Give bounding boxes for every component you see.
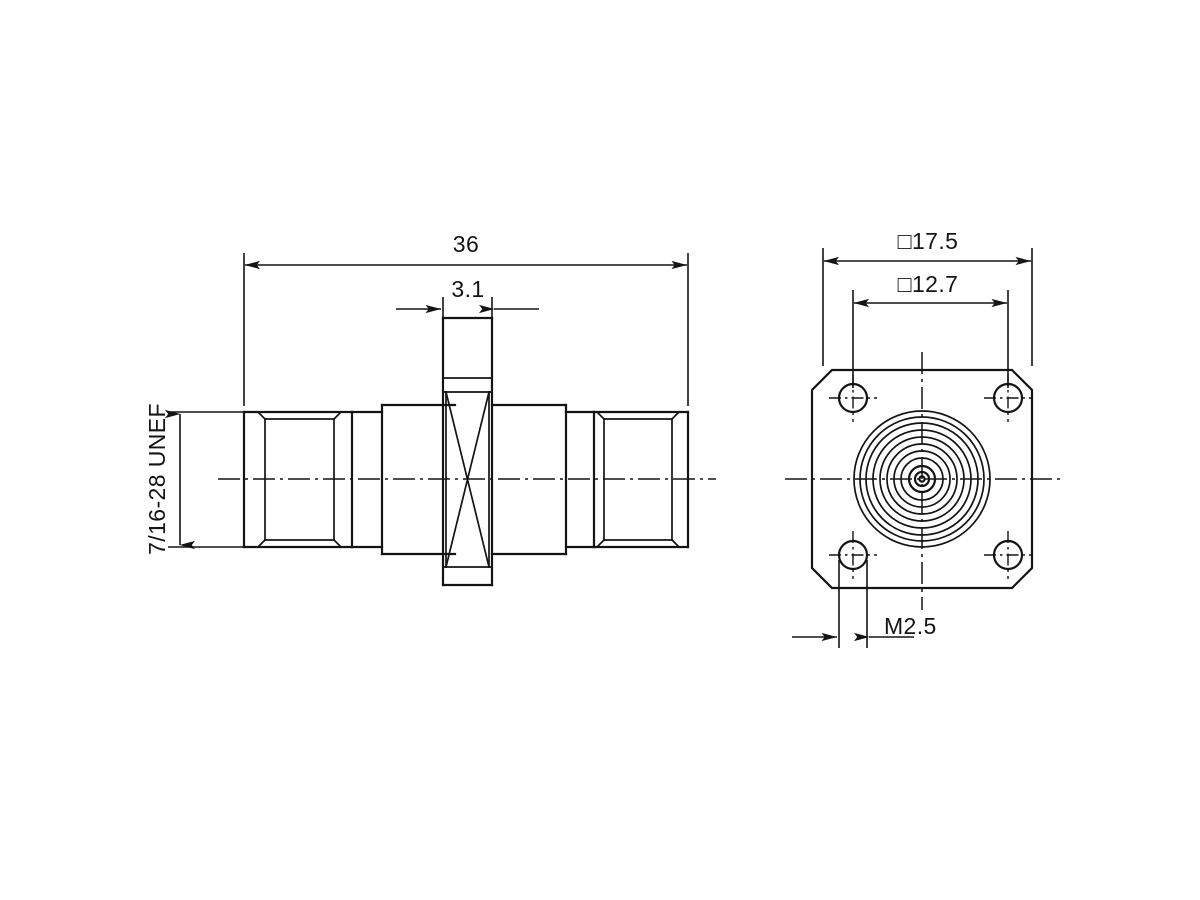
dimension-overall-length: 36 bbox=[243, 231, 689, 406]
left-thread-barrel bbox=[242, 410, 354, 549]
overall-length-label: 36 bbox=[453, 231, 479, 257]
left-shank bbox=[350, 410, 384, 549]
coaxial-interface-circles bbox=[853, 410, 991, 548]
front-view-group: □17.5 □12.7 M2.5 bbox=[785, 228, 1060, 648]
mounting-thread-label: M2.5 bbox=[884, 613, 937, 639]
flange-outline bbox=[810, 368, 1034, 590]
dimension-thread-spec: 7/16-28 UNEF bbox=[144, 403, 248, 555]
dimension-flange-width: □17.5 bbox=[822, 228, 1033, 366]
side-view-group: 36 3.1 7/16-28 UNEF bbox=[144, 231, 716, 587]
right-shank bbox=[564, 410, 596, 549]
flange-thickness-label: 3.1 bbox=[451, 276, 484, 302]
thread-spec-label: 7/16-28 UNEF bbox=[144, 403, 170, 555]
dimension-flange-thickness: 3.1 bbox=[396, 276, 539, 322]
mounting-hole-bottom-left bbox=[829, 531, 877, 579]
flange-width-label: □17.5 bbox=[898, 228, 959, 254]
hole-pitch-label: □12.7 bbox=[898, 271, 959, 297]
dimension-mounting-thread: M2.5 bbox=[792, 560, 937, 648]
center-flange-section bbox=[441, 316, 494, 587]
right-thread-barrel bbox=[592, 410, 690, 549]
mounting-hole-bottom-right bbox=[984, 531, 1032, 579]
dimension-hole-pitch: □12.7 bbox=[852, 271, 1009, 388]
right-hex-body bbox=[490, 403, 568, 556]
